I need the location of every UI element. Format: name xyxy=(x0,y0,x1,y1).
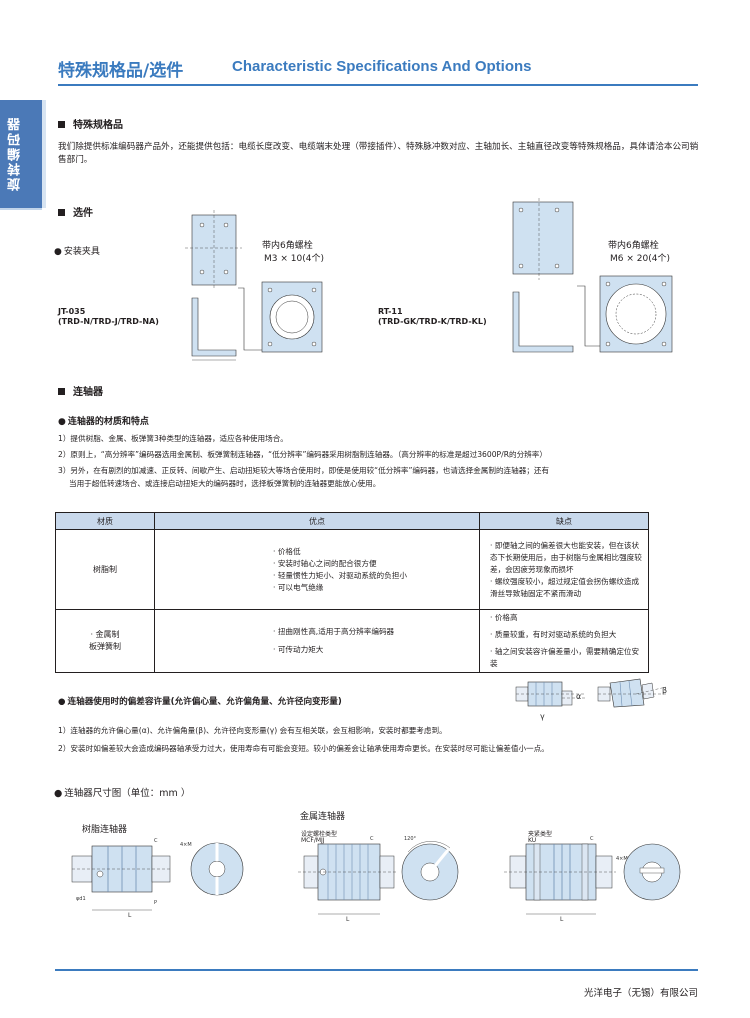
jt035-bolt-size: M3 × 10(4个) xyxy=(264,254,324,264)
table-header-cons: 缺点 xyxy=(479,512,649,530)
fixture-bore-inner xyxy=(615,293,657,335)
metal-coupling-drawing: L C 120° xyxy=(298,836,459,923)
resin-coupling-title: 树脂连轴器 xyxy=(82,825,128,835)
side-tab-label: 旋转编码器 xyxy=(8,116,23,192)
coupling-table: 材质 优点 缺点 树脂制 价格低 安装时轴心之间的配合很方便 轻量惯性力矩小、对… xyxy=(55,512,649,673)
footer-company: 光洋电子（无锡）有限公司 xyxy=(583,988,698,999)
fixture-rt11-drawing xyxy=(512,198,673,353)
rt11-model-sub: (TRD-GK/TRD-K/TRD-KL) xyxy=(378,317,487,326)
metal-coupling-title: 金属连轴器 xyxy=(300,812,346,822)
fixture-label: 安装夹具 xyxy=(54,244,100,257)
footer-rule xyxy=(55,969,698,971)
fixture-hole xyxy=(605,281,611,287)
section-coupling: 连轴器 xyxy=(58,383,103,398)
cons-metal: 价格高 质量较重，有时对驱动系统的负担大 轴之间安装容许偏差量小，需要精确定位安… xyxy=(479,609,649,673)
pros-resin: 价格低 安装时轴心之间的配合很方便 轻量惯性力矩小、对驱动系统的负担小 可以电气… xyxy=(154,529,480,610)
fixture-hole xyxy=(311,287,317,293)
page-title-en: Characteristic Specifications And Option… xyxy=(232,58,532,75)
dim-M: 4×M xyxy=(180,842,192,848)
pros-metal: 扭曲刚性高,适用于高分辨率编码器 可传动力矩大 xyxy=(154,609,480,673)
fixture-hole xyxy=(554,263,560,269)
rt11-bolt-size: M6 × 20(4个) xyxy=(610,254,670,264)
spring-clamp-note: 夹紧类型 xyxy=(528,831,553,838)
fixture-hole xyxy=(267,341,273,347)
metal-setscrew-code: MCF/MJJ xyxy=(301,837,325,844)
side-tab-strip xyxy=(42,100,46,208)
section-options: 选件 xyxy=(58,204,93,219)
fixture-hole xyxy=(661,341,667,347)
dims-heading: 连轴器尺寸图（单位：mm ） xyxy=(54,785,190,799)
fixture-hole xyxy=(311,341,317,347)
resin-coupling-drawing: L φd1 C 4×M P xyxy=(71,838,244,919)
dim-d1: φd1 xyxy=(76,896,86,902)
header-rule xyxy=(58,84,698,86)
tolerance-note-2: 2）安装时如偏差较大会造成编码器轴承受力过大，使用寿命有可能会变短。较小的偏差会… xyxy=(58,744,549,753)
rt11-model: RT-11 xyxy=(378,307,403,316)
table-header-pros: 优点 xyxy=(154,512,480,530)
fixture-jt035-drawing xyxy=(185,210,323,361)
coupling-note-3-cont: 当用于超低转速场合、或连接启动扭矩大的编码器时，选择板弹簧制的连轴器更能放心使用… xyxy=(69,479,381,488)
gamma-label: γ xyxy=(540,712,545,721)
fixture-bracket-front xyxy=(238,287,262,351)
rt11-bolt: 带内6角螺栓 xyxy=(608,241,659,251)
spring-coupling-drawing: L C 4×M xyxy=(504,836,681,923)
coupling-note-1: 1）提供树脂、金属、板弹簧3种类型的连轴器，适应各种使用场合。 xyxy=(58,434,288,443)
fixture-hole xyxy=(199,222,205,228)
dim-L: L xyxy=(346,916,350,923)
dim-L: L xyxy=(560,916,564,923)
material-resin: 树脂制 xyxy=(55,529,155,610)
coupling-note-3: 3）另外，在有剧烈的加减速、正反转、间歇产生、启动扭矩较大等场合使用时，即使是使… xyxy=(58,466,550,475)
table-row: 金属制 板弹簧制 扭曲刚性高,适用于高分辨率编码器 可传动力矩大 价格高 质量较… xyxy=(55,609,649,673)
cons-resin: 即便轴之间的偏差很大也能安装，但在该状态下长期使用后，由于树脂与金属相比强度较差… xyxy=(479,529,649,610)
fixture-bore-inner xyxy=(275,300,309,334)
fixture-hole xyxy=(518,207,524,213)
table-header-material: 材质 xyxy=(55,512,155,530)
coupling-subheading: 连轴器的材质和特点 xyxy=(58,414,149,427)
table-row: 树脂制 价格低 安装时轴心之间的配合很方便 轻量惯性力矩小、对驱动系统的负担小 … xyxy=(55,529,649,610)
dim-L: L xyxy=(128,912,132,919)
beta-label: β xyxy=(662,686,667,695)
fixture-hole xyxy=(518,263,524,269)
metal-setscrew-note: 设定螺栓类型 xyxy=(301,831,338,838)
jt035-bolt: 带内6角螺栓 xyxy=(262,241,313,251)
jt035-model: JT-035 xyxy=(58,307,86,316)
tolerance-illustration: α γ β xyxy=(515,678,667,721)
dim-C: C xyxy=(154,838,158,844)
fixture-hole xyxy=(267,287,273,293)
fixture-hole xyxy=(661,281,667,287)
dim-P: P xyxy=(154,900,157,906)
fixture-hole xyxy=(199,269,205,275)
spring-clamp-code: KU xyxy=(528,837,537,844)
fixture-bracket-side xyxy=(191,297,237,357)
fixture-hole xyxy=(223,269,229,275)
fixture-hole xyxy=(605,341,611,347)
alpha-label: α xyxy=(576,692,581,701)
material-metal: 金属制 板弹簧制 xyxy=(55,609,155,673)
page-title-cn: 特殊规格品/选件 xyxy=(58,61,184,81)
fixture-hole xyxy=(223,222,229,228)
section-special: 特殊规格品 xyxy=(58,116,123,131)
dim-M: 4×M xyxy=(616,856,628,862)
dim-C: C xyxy=(590,836,594,842)
fixture-bracket-side xyxy=(512,291,574,353)
special-text: 我们除提供标准编码器产品外，还能提供包括：电缆长度改变、电缆端末处理（带接插件）… xyxy=(58,142,699,165)
coupling-note-2: 2）原则上，“高分辨率”编码器选用金属制、板弹簧制连轴器，“低分辨率”编码器采用… xyxy=(58,450,547,459)
dim-angle: 120° xyxy=(404,836,417,842)
fixture-hole xyxy=(554,207,560,213)
side-tab xyxy=(0,100,42,210)
fixture-bracket-front xyxy=(577,285,600,347)
jt035-model-sub: (TRD-N/TRD-J/TRD-NA) xyxy=(58,317,159,326)
dim-C: C xyxy=(370,836,374,842)
tolerance-heading: 连轴器使用时的偏差容许量(允许偏心量、允许偏角量、允许径向变形量) xyxy=(58,695,342,707)
tolerance-note-1: 1）连轴器的允许偏心量(α)、允许偏角量(β)、允许径向变形量(γ) 会有互相关… xyxy=(58,726,447,735)
fixture-plate-front xyxy=(512,201,574,275)
